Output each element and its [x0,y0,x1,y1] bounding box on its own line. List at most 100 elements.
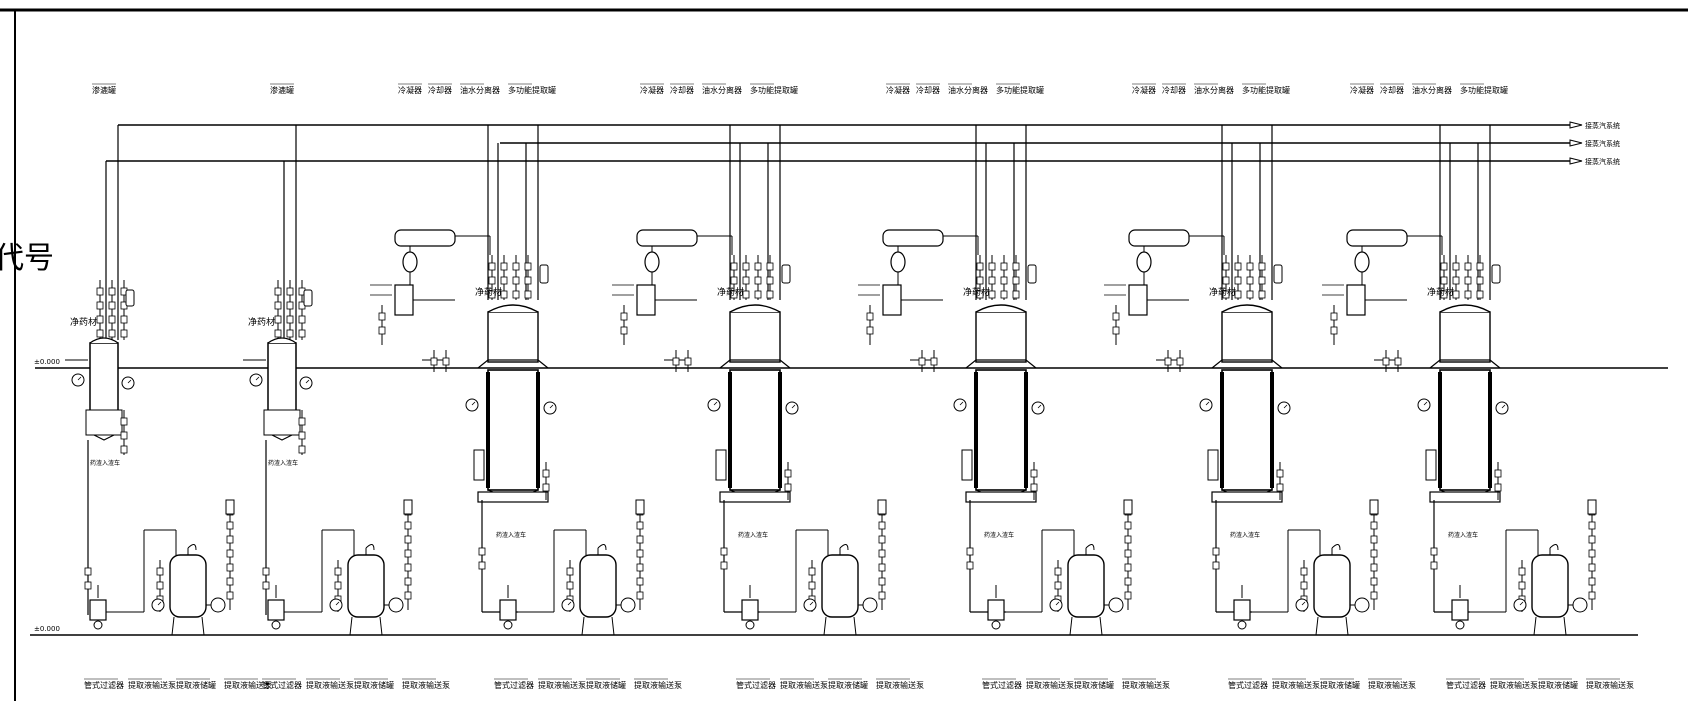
heater [473,449,485,481]
valve [742,290,750,299]
valve [1124,521,1132,530]
equipment-label: 药渣入渣车 [738,531,768,539]
pipe [567,601,572,606]
valve [378,312,386,321]
valve [488,262,496,271]
valve [1588,577,1596,586]
tank-vent [1085,544,1095,551]
valve [878,563,886,572]
equipment-label: 冷却器 [428,85,452,95]
tank-flange [1429,359,1501,369]
storage-tank [1531,554,1569,618]
equipment-label: 冷却器 [916,85,940,95]
equipment-label: 净药材 [1209,286,1236,298]
valve [866,326,874,335]
pipe [379,616,383,636]
valve [478,561,486,570]
equipment-label: 多功能提取罐 [750,85,798,95]
valve [500,262,508,271]
valve [298,445,306,454]
valve [878,521,886,530]
equipment-label: 提取液输送泵 [1272,680,1320,690]
pipe [1069,616,1073,636]
valve [1112,312,1120,321]
tank-vent [365,544,375,551]
valve [766,290,774,299]
filter-base [93,620,103,630]
valve [108,301,116,310]
valve [1054,581,1062,590]
pipe [823,616,827,636]
tank-jacket [263,409,301,436]
pipe [853,616,857,636]
valve [120,329,128,338]
valve [636,563,644,572]
valve [878,535,886,544]
valve [488,290,496,299]
valve [742,276,750,285]
transfer-pump [620,597,636,613]
pipe [349,616,353,636]
heater [1207,449,1219,481]
valve [1440,290,1448,299]
flow-meter [877,499,887,515]
valve [566,567,574,576]
valve [1370,577,1378,586]
equipment-unit-4: 冷凝器冷却器油水分离器多功能提取罐净药材药渣入渣车管式过滤器提取液输送泵提取液储… [612,83,924,690]
valve [1330,312,1338,321]
valve [1112,326,1120,335]
valve [1012,262,1020,271]
valve [108,315,116,324]
tank-dome [975,311,1027,363]
valve [918,357,926,366]
extraction-tank [1221,369,1273,491]
equipment-label: 管式过滤器 [84,680,124,690]
valve [976,290,984,299]
valve [512,276,520,285]
valve [1222,290,1230,299]
valve [754,262,762,271]
tank-flange [965,359,1037,369]
transfer-pump [388,597,404,613]
valve [1000,276,1008,285]
valve [1258,276,1266,285]
valve [96,287,104,296]
valve [966,561,974,570]
pipe [1563,616,1567,636]
valve [1246,276,1254,285]
oil-water-separator [882,284,902,316]
valve [566,581,574,590]
pipe [1301,601,1306,606]
valve [1452,276,1460,285]
sight-glass [303,289,313,307]
valve [1030,469,1038,478]
valve [120,315,128,324]
pipe [791,404,796,409]
tank-jacket [85,409,123,436]
side-title: 代号 [0,241,54,276]
tank-flange [1211,359,1283,369]
equipment-label: 冷却器 [1162,85,1186,95]
valve [1494,483,1502,492]
valve [672,357,680,366]
valve [286,329,294,338]
equipment-label: 净药材 [70,316,97,328]
vent-label: 接蒸汽系统 [1585,157,1620,166]
valve [1588,549,1596,558]
pipe [1205,401,1210,406]
valve [754,276,762,285]
valve [298,315,306,324]
pipe [1345,616,1349,636]
valve [1476,276,1484,285]
pipe [611,616,615,636]
equipment-label: 净药材 [475,286,502,298]
pipe [1099,616,1103,636]
equipment-label: 冷凝器 [1132,85,1156,95]
valve [156,581,164,590]
equipment-label: 提取液输送泵 [1026,680,1074,690]
cooler [1136,251,1152,273]
valve [878,577,886,586]
valve [442,357,450,366]
equipment-label: 提取液输送泵 [876,680,924,690]
valve [84,567,92,576]
